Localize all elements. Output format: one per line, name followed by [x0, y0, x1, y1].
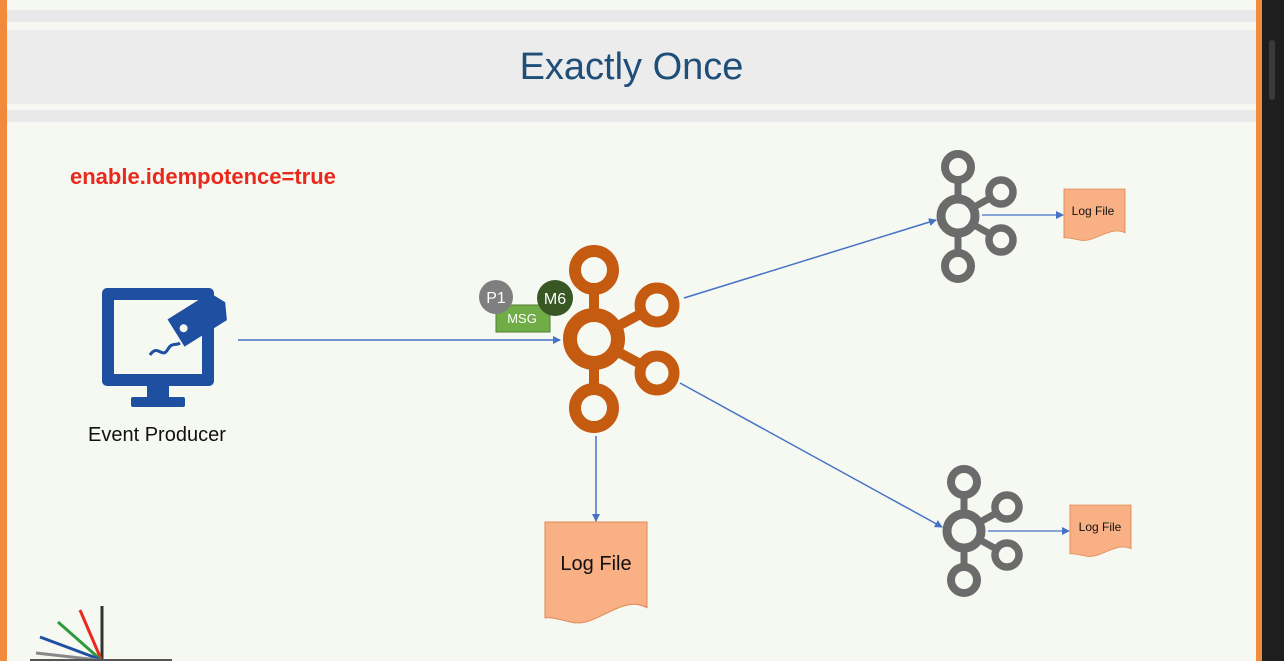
producer-label: Event Producer	[88, 424, 226, 446]
scrollbar-thumb[interactable]	[1269, 40, 1275, 100]
top-band	[7, 10, 1256, 22]
leader-to-follower1-arrow	[683, 218, 937, 299]
slide-title: Exactly Once	[7, 30, 1256, 104]
follower2-broker-icon	[942, 465, 1023, 597]
partition-badge	[479, 280, 513, 314]
follower1-broker-icon	[936, 150, 1017, 283]
leader-log-label: Log File	[560, 553, 631, 575]
message-badge-label: M6	[544, 291, 566, 308]
leader-log-file: Log File	[545, 522, 647, 623]
message-badge	[537, 280, 573, 316]
idempotence-setting: enable.idempotence=true	[70, 164, 336, 189]
brand-logo-icon	[30, 606, 172, 661]
follower2-log-file: Log File	[1070, 505, 1131, 556]
bottom-band	[7, 110, 1256, 122]
partition-badge-label: P1	[486, 290, 506, 307]
monitor-tag-icon	[102, 288, 227, 407]
leader-to-follower2-arrow	[679, 382, 943, 528]
follower1-log-label: Log File	[1072, 204, 1115, 218]
vertical-scrollbar[interactable]	[1262, 0, 1284, 661]
leader-broker-icon	[563, 245, 680, 433]
msg-box-label: MSG	[507, 311, 537, 326]
follower2-log-label: Log File	[1079, 520, 1122, 534]
follower1-log-file: Log File	[1064, 189, 1125, 240]
